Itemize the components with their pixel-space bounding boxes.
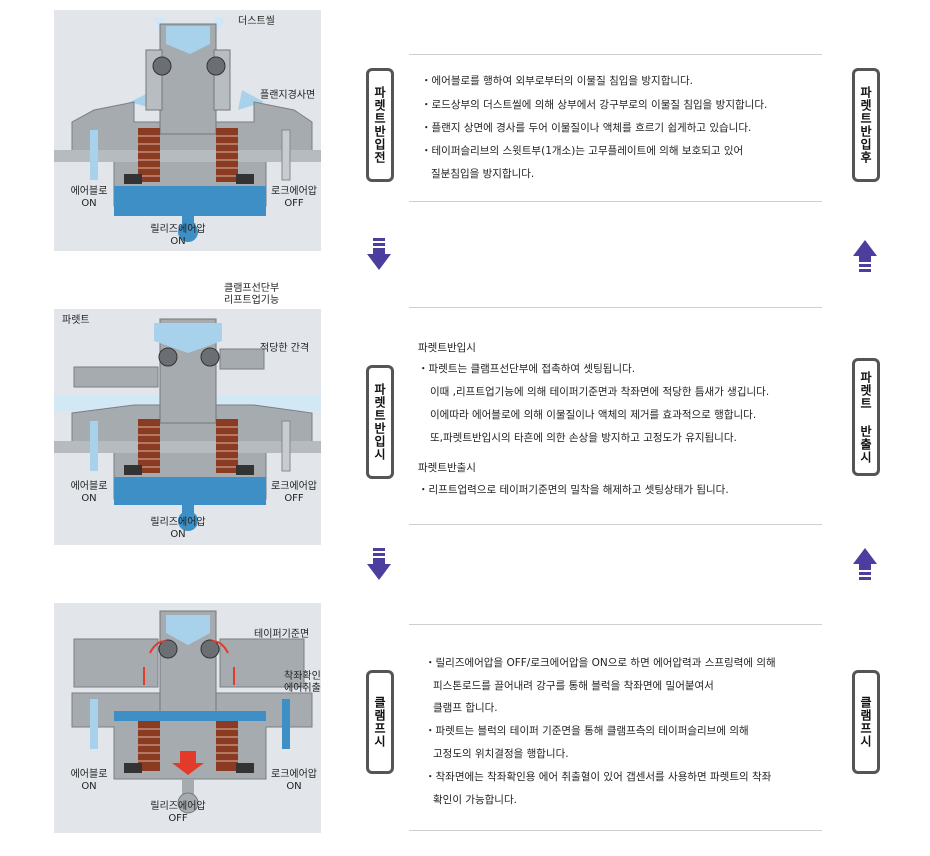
arrow-up-icon bbox=[853, 548, 877, 580]
label-pallet: 파렛트 bbox=[62, 315, 90, 326]
section1-line: ・플랜지 상면에 경사를 두어 이물질이나 액체를 흐르기 쉽게하고 있습니다. bbox=[421, 122, 752, 134]
label-lock-air: 로크에어압 bbox=[271, 481, 317, 492]
tab-during-load: 파렛트반입시 bbox=[366, 365, 394, 479]
clamp-cross-section-2 bbox=[54, 318, 321, 531]
tab-clamp-right: 클램프시 bbox=[852, 670, 880, 774]
label-air-blow-state: ON bbox=[81, 781, 97, 792]
label-flange-slope: 플랜지경사면 bbox=[260, 90, 316, 101]
section2-line: 이때 ,리프트업기능에 의해 테이퍼기준면과 착좌면에 적당한 틈새가 생깁니다… bbox=[430, 386, 770, 398]
section3-line: ・착좌면에는 착좌확인용 에어 취출혈이 있어 갭센서를 사용하면 파렛트의 착… bbox=[425, 771, 772, 783]
arrow-up-icon bbox=[853, 240, 877, 272]
divider bbox=[409, 54, 822, 55]
steel-ball-icon bbox=[158, 639, 178, 659]
label-air-blow: 에어블로 bbox=[70, 481, 108, 492]
divider bbox=[409, 307, 822, 308]
steel-ball-icon bbox=[200, 347, 220, 367]
steel-ball-icon bbox=[200, 639, 220, 659]
label-release-air-state: ON bbox=[170, 236, 186, 247]
tab-clamp-left: 클램프시 bbox=[366, 670, 394, 774]
section3-line: ・릴리즈에어압을 OFF/로크에어압을 ON으로 하면 에어압력과 스프링력에 … bbox=[425, 657, 776, 669]
tab-before-load: 파렛트반입전 bbox=[366, 68, 394, 182]
label-release-air-state: OFF bbox=[168, 813, 188, 824]
label-air-blow: 에어블로 bbox=[70, 769, 108, 780]
label-release-air-state: ON bbox=[170, 529, 186, 540]
tab-after-load: 파렛트반입후 bbox=[852, 68, 880, 182]
label-release-air: 릴리즈에어압 bbox=[150, 517, 206, 528]
label-lock-air: 로크에어압 bbox=[271, 186, 317, 197]
section3-line: 클램프 합니다. bbox=[433, 702, 498, 714]
section2-line: ・리프트업력으로 테이퍼기준면의 밀착을 해제하고 셋팅상태가 됩니다. bbox=[418, 484, 729, 496]
section2-heading: 파렛트반입시 bbox=[418, 342, 476, 354]
label-lock-air-state: OFF bbox=[284, 493, 304, 504]
section3-line: ・파렛트는 블럭의 테이퍼 기준면을 통해 클램프측의 테이퍼슬리브에 의해 bbox=[425, 725, 749, 737]
label-air-blow: 에어블로 bbox=[70, 186, 108, 197]
steel-ball-icon bbox=[206, 56, 226, 76]
section1-line: ・로드상부의 더스트씰에 의해 상부에서 강구부로의 이물질 침입을 방지합니다… bbox=[421, 99, 768, 111]
divider bbox=[409, 201, 822, 202]
label-dust-seal: 더스트씰 bbox=[238, 16, 275, 27]
section2-heading: 파렛트반출시 bbox=[418, 462, 476, 474]
label-lift-up: 리프트업기능 bbox=[224, 295, 280, 306]
spring-icon bbox=[138, 721, 238, 771]
clamp-cross-section-3 bbox=[71, 610, 313, 814]
label-air-blow-state: ON bbox=[81, 198, 97, 209]
section3-line: 확인이 가능합니다. bbox=[433, 794, 517, 806]
label-lock-air: 로크에어압 bbox=[271, 769, 317, 780]
label-taper-ref: 테이퍼기준면 bbox=[254, 629, 310, 640]
section3-line: 피스톤로드를 끌어내려 강구를 통해 블럭을 착좌면에 밀어붙여서 bbox=[433, 680, 714, 692]
label-lock-air-state: ON bbox=[286, 781, 302, 792]
label-air-blow-state: ON bbox=[81, 493, 97, 504]
section3-line: 고정도의 위치결정을 행합니다. bbox=[433, 748, 569, 760]
section1-line: ・테이퍼슬리브의 스윗트부(1개소)는 고무플레이트에 의해 보호되고 있어 bbox=[421, 145, 744, 157]
clamp-cross-section-1 bbox=[54, 18, 321, 242]
divider bbox=[409, 830, 822, 831]
section2-line: 이에따라 에어블로에 의해 이물질이나 액체의 제거를 효과적으로 행합니다. bbox=[430, 409, 757, 421]
diagram-panel-during-load: 클램프선단부 파렛트 적당한 간격 에어블로 ON 로크에어압 OFF 릴리즈에… bbox=[54, 309, 321, 545]
steel-ball-icon bbox=[158, 347, 178, 367]
steel-ball-icon bbox=[152, 56, 172, 76]
section1-line: 질분침입을 방지합니다. bbox=[431, 168, 535, 180]
label-release-air: 릴리즈에어압 bbox=[150, 801, 206, 812]
arrow-down-icon bbox=[367, 238, 391, 270]
label-lock-air-state: OFF bbox=[284, 198, 304, 209]
label-clamp-tip: 클램프선단부 bbox=[224, 283, 280, 294]
divider bbox=[409, 524, 822, 525]
label-release-air: 릴리즈에어압 bbox=[150, 224, 206, 235]
label-gap: 적당한 간격 bbox=[260, 343, 310, 354]
label-seat-check: 착좌확인용 bbox=[284, 671, 321, 682]
arrow-down-icon bbox=[367, 548, 391, 580]
section1-line: ・에어블로를 행하여 외부로부터의 이물질 침입을 방지합니다. bbox=[421, 75, 694, 87]
section2-line: 또,파렛트반입시의 타흔에 의한 손상을 방지하고 고정도가 유지됩니다. bbox=[430, 432, 737, 444]
section2-line: ・파렛트는 클램프선단부에 접촉하여 셋팅됩니다. bbox=[418, 363, 636, 375]
divider bbox=[409, 624, 822, 625]
tab-unload: 파렛트 반출시 bbox=[852, 358, 880, 476]
diagram-panel-before-load: 더스트씰 플랜지경사면 에어블로 ON 로크에어압 OFF 릴리즈에어압 ON bbox=[54, 10, 321, 251]
